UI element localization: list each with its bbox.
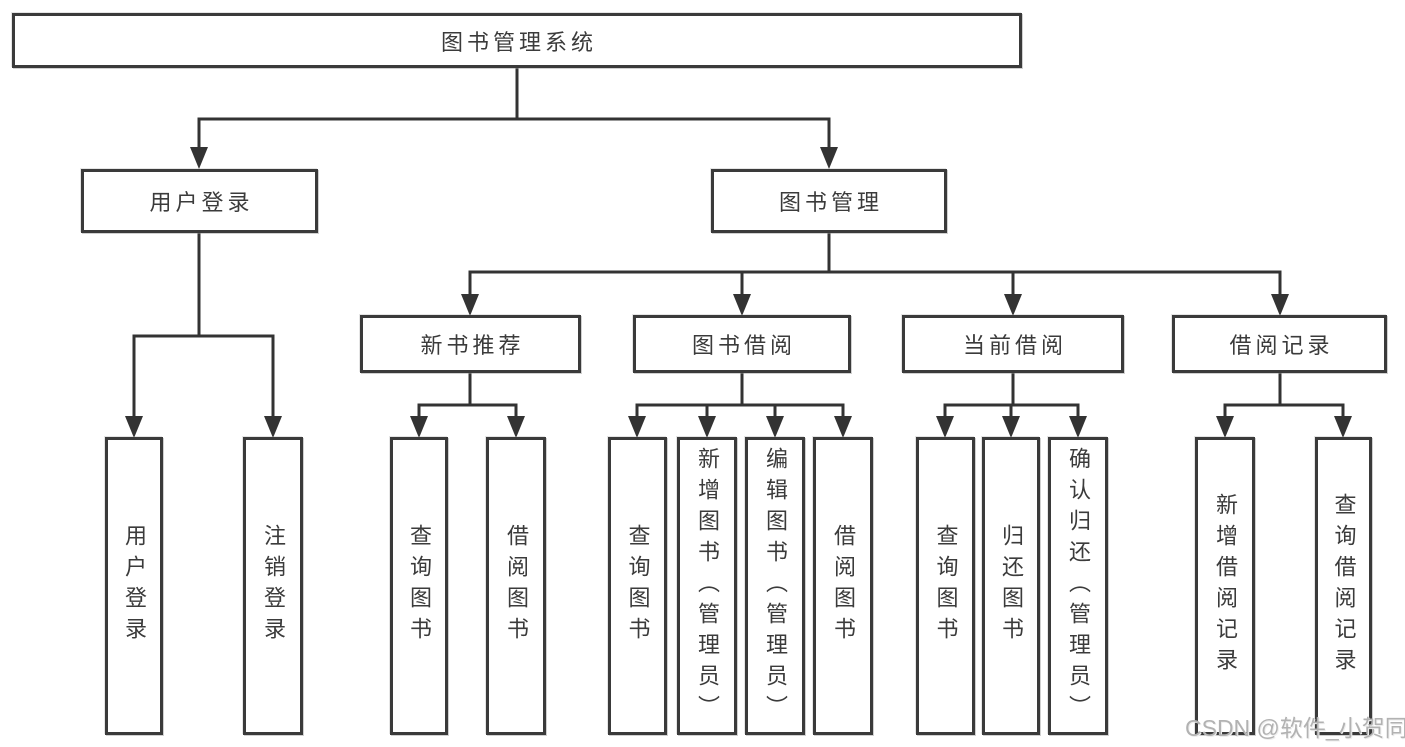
leaf-query-books-recommend: 查询图书: [390, 437, 448, 735]
connector-borrowing-records-to-leaves: [1216, 373, 1352, 438]
leaf-return-books: 归还图书: [982, 437, 1040, 735]
leaf-confirm-return-admin-label: 确认归还（管理员）: [1066, 446, 1091, 726]
node-root: 图书管理系统: [12, 13, 1022, 68]
leaf-query-books-current-label: 查询图书: [933, 524, 959, 648]
leaf-query-books-borrowing: 查询图书: [608, 437, 667, 735]
leaf-add-books-admin: 新增图书（管理员）: [677, 437, 737, 735]
connector-book-borrowing-to-leaves: [628, 373, 852, 438]
leaf-borrow-books-recommend-label: 借阅图书: [504, 524, 529, 648]
leaf-edit-books-admin: 编辑图书（管理员）: [745, 437, 805, 735]
leaf-add-books-admin-label: 新增图书（管理员）: [695, 446, 720, 726]
node-new-book-recommendation: 新书推荐: [360, 315, 581, 373]
connector-root-to-level2: [190, 68, 838, 169]
leaf-add-borrow-record: 新增借阅记录: [1195, 437, 1255, 735]
leaf-logout-label: 注销登录: [261, 524, 286, 648]
leaf-logout: 注销登录: [243, 437, 303, 735]
node-user-login: 用户登录: [81, 169, 318, 233]
node-borrowing-records: 借阅记录: [1172, 315, 1387, 373]
node-book-borrowing: 图书借阅: [633, 315, 851, 373]
leaf-query-books-current: 查询图书: [916, 437, 975, 735]
leaf-query-books-borrowing-label: 查询图书: [625, 524, 651, 648]
leaf-return-books-label: 归还图书: [999, 524, 1024, 648]
leaf-user-login-label: 用户登录: [122, 524, 147, 648]
node-book-management: 图书管理: [711, 169, 947, 233]
leaf-query-books-recommend-label: 查询图书: [407, 524, 432, 648]
leaf-borrow-books-borrowing-label: 借阅图书: [831, 524, 856, 648]
leaf-borrow-books-recommend: 借阅图书: [486, 437, 546, 735]
leaf-borrow-books-borrowing: 借阅图书: [813, 437, 873, 735]
leaf-confirm-return-admin: 确认归还（管理员）: [1048, 437, 1108, 735]
connector-book-management-to-level3: [461, 233, 1289, 316]
connector-new-book-recommendation-to-leaves: [410, 373, 525, 438]
connector-current-borrowing-to-leaves: [936, 373, 1087, 438]
leaf-query-borrow-record-label: 查询借阅记录: [1331, 493, 1357, 679]
leaf-add-borrow-record-label: 新增借阅记录: [1213, 493, 1238, 679]
leaf-user-login: 用户登录: [105, 437, 163, 735]
leaf-edit-books-admin-label: 编辑图书（管理员）: [763, 446, 788, 726]
node-current-borrowing: 当前借阅: [902, 315, 1124, 373]
csdn-watermark: CSDN @软件_小贺同学: [1185, 715, 1405, 741]
leaf-query-borrow-record: 查询借阅记录: [1315, 437, 1372, 735]
connector-user-login-to-leaves: [125, 233, 282, 438]
